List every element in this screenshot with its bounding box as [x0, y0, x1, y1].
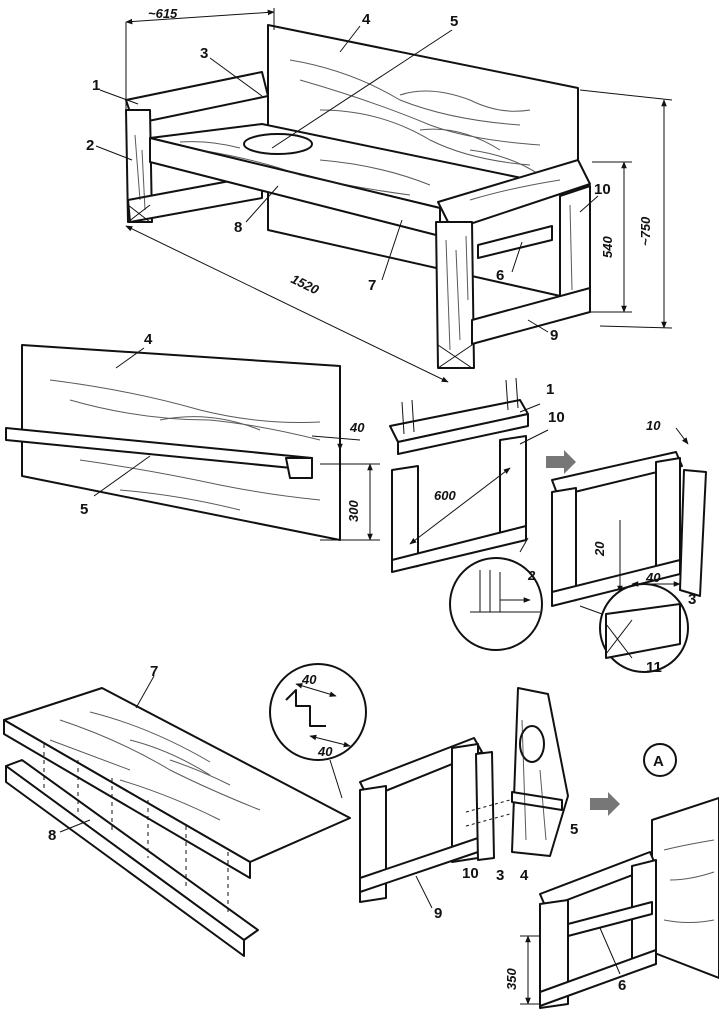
label-part-8b: 8 [48, 827, 56, 844]
label-part-4: 4 [362, 11, 371, 28]
view-a-detail: A 6 350 [504, 743, 719, 1009]
label-part-2: 2 [86, 137, 94, 154]
label-part-5b: 5 [80, 501, 88, 518]
view-a-label: A [653, 753, 664, 770]
assembled-frame-right [655, 457, 681, 571]
label-part-5c: 5 [570, 821, 578, 838]
right-inner-bar [477, 225, 553, 259]
dim-seat-height: 540 [600, 236, 615, 258]
armrest-frame-parts: 1 600 10 2 20 10 40 3 [389, 377, 707, 676]
left-front-leg [125, 109, 153, 223]
dim-shelf-height: 300 [346, 500, 361, 522]
seat-board-assembly: 7 8 40 40 [3, 663, 367, 957]
tenon-detail-circle [269, 663, 367, 761]
assembled-sofa-view: ~615 1520 540 ~750 1 2 3 4 5 6 7 8 9 10 [86, 6, 673, 383]
view-a-marker [643, 743, 677, 777]
panel-cutout [519, 725, 545, 763]
label-part-11: 11 [646, 659, 662, 676]
left-bottom-rail [127, 174, 263, 223]
dim-slot-20: 20 [592, 541, 607, 557]
dim-depth: ~615 [148, 6, 178, 21]
step-arrow-icon [546, 450, 576, 474]
dim-assembly-height: 350 [504, 968, 519, 990]
groove-detail-circle [599, 583, 689, 673]
dim-shelf-offset: 40 [349, 420, 365, 435]
view-a-bottom [539, 949, 657, 1007]
side-assembly: 10 3 4 5 9 [359, 687, 620, 922]
label-part-3: 3 [200, 45, 208, 62]
view-a-frame-left [539, 899, 569, 1009]
u-frame-right-post [499, 435, 527, 539]
label-part-3b: 3 [688, 591, 696, 608]
label-part-7: 7 [368, 277, 376, 294]
label-part-4b: 4 [144, 331, 153, 348]
dim-slot-40: 40 [645, 570, 661, 585]
right-back-leg [559, 185, 591, 307]
dim-total-height: ~750 [638, 216, 653, 246]
label-part-10: 10 [594, 181, 611, 198]
dim-gap-2: 2 [527, 568, 536, 583]
view-a-cross-bar [567, 901, 653, 937]
label-part-3c: 3 [496, 867, 504, 884]
label-part-4c: 4 [520, 867, 529, 884]
label-part-10c: 10 [462, 865, 479, 882]
label-part-6: 6 [496, 267, 504, 284]
dim-slot-10: 10 [646, 418, 661, 433]
seat-board-edge [3, 719, 251, 879]
dim-tenon-b: 40 [317, 744, 333, 759]
label-part-8: 8 [234, 219, 242, 236]
step-arrow-icon-2 [590, 792, 620, 816]
dim-frame-width: 600 [434, 488, 456, 503]
label-part-1: 1 [92, 77, 100, 94]
label-part-7b: 7 [150, 663, 158, 680]
right-bottom-rail [471, 287, 591, 345]
shelf-end [285, 457, 313, 479]
dim-length: 1520 [289, 271, 322, 297]
side-strip-3 [475, 751, 495, 861]
label-part-9: 9 [550, 327, 558, 344]
label-part-10b: 10 [548, 409, 565, 426]
dim-tenon-a: 40 [301, 672, 317, 687]
label-part-6b: 6 [618, 977, 626, 994]
joint-detail-circle [449, 557, 543, 651]
view-a-back-panel [651, 797, 719, 979]
side-strip [679, 469, 707, 597]
label-part-1b: 1 [546, 381, 554, 398]
backrest-shelf-detail: 40 300 4 5 [5, 331, 380, 541]
seat-cutout [243, 133, 313, 155]
label-part-9b: 9 [434, 905, 442, 922]
right-armrest-top [437, 159, 591, 231]
label-part-5: 5 [450, 13, 458, 30]
